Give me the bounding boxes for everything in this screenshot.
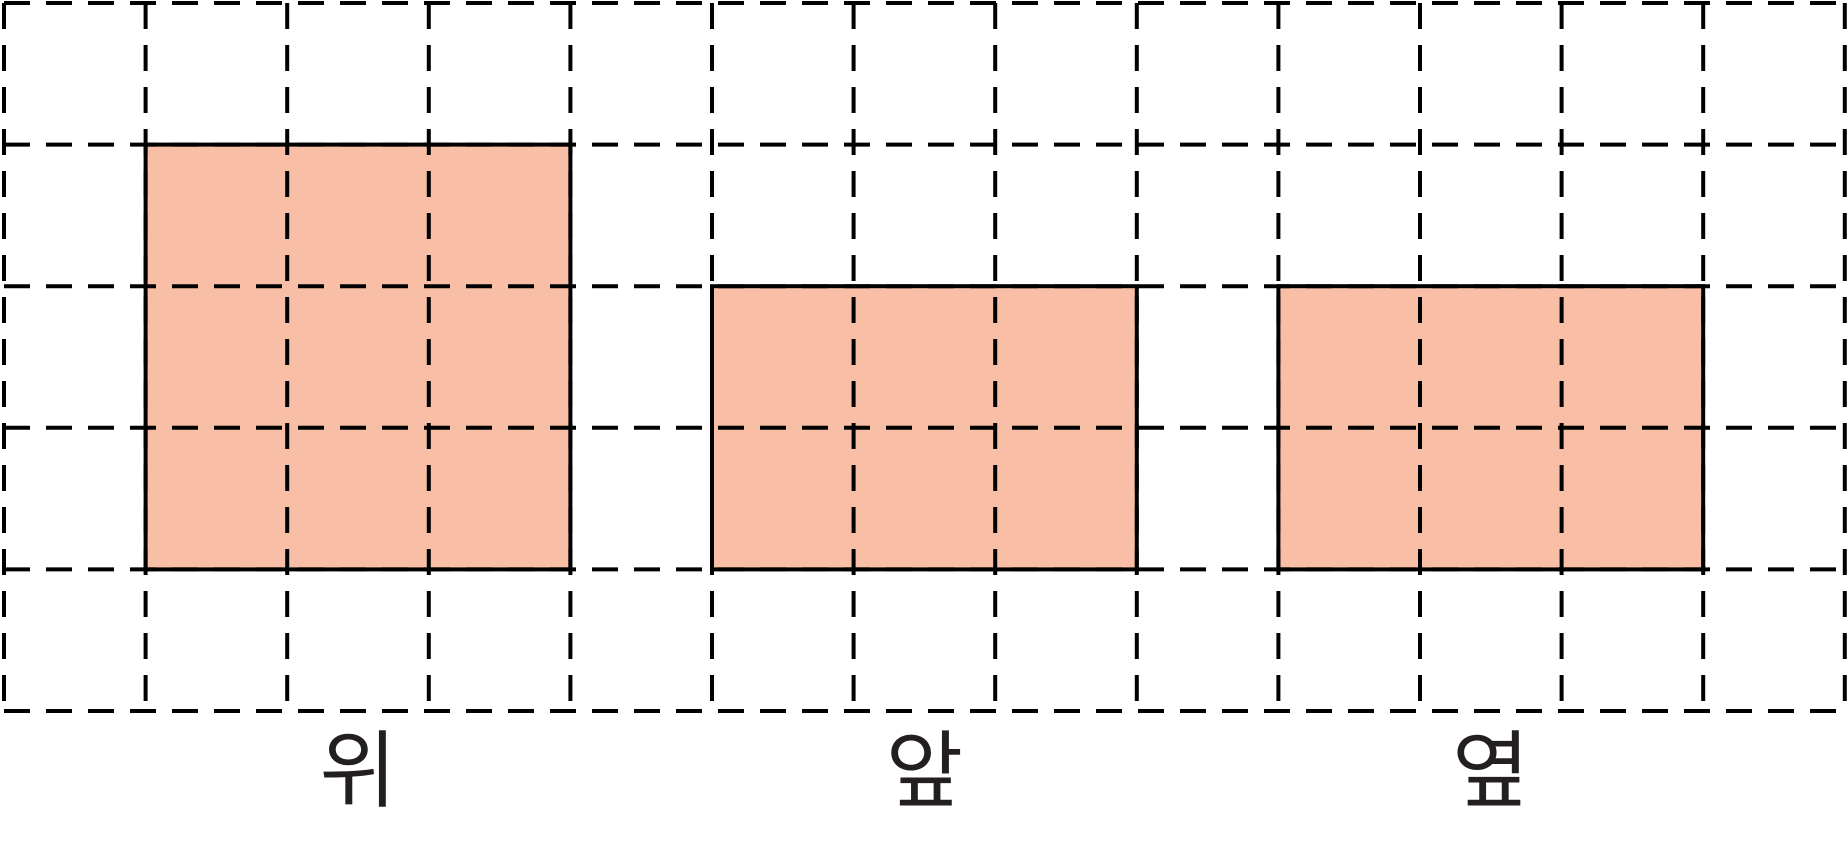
view-label-front: 앞: [886, 722, 963, 820]
dashed-grid: [2, 1, 1847, 713]
view-label-top: 위: [319, 722, 396, 820]
view-rect-top: [143, 142, 573, 572]
view-shapes: [143, 142, 1706, 572]
view-label-side: 옆: [1452, 722, 1529, 820]
view-labels: 위 앞 옆: [319, 722, 1529, 820]
